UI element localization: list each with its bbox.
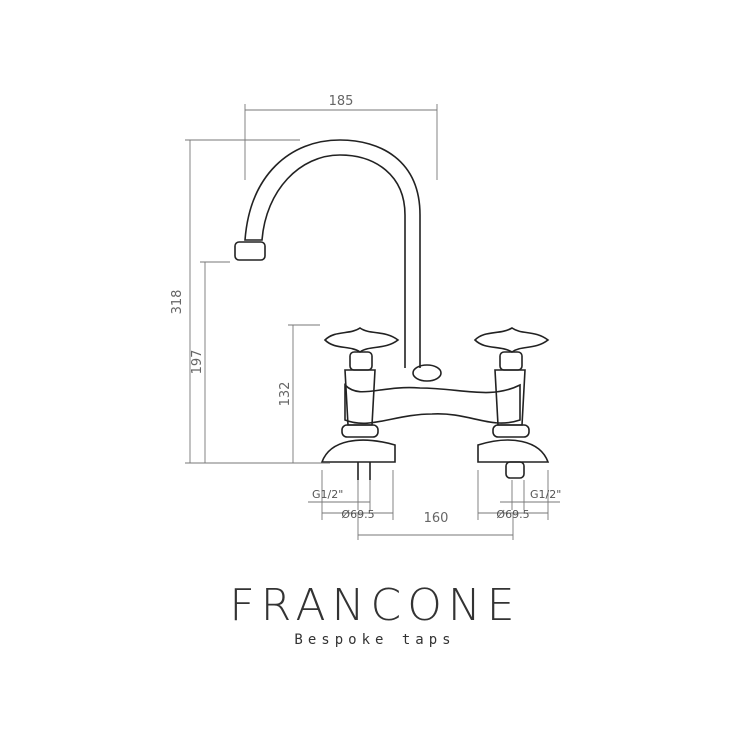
brand-logo-name: FRANCONE — [229, 580, 521, 631]
bridge-body — [344, 383, 521, 425]
spout-nozzle — [234, 241, 266, 261]
brand-tagline: Bespoke taps — [294, 632, 456, 648]
dim-spout-reach: 185 — [329, 94, 354, 109]
left-valve — [320, 327, 400, 480]
dim-base-left: Ø69.5 — [341, 508, 374, 521]
tap-outline — [234, 139, 550, 480]
dim-centres: 160 — [424, 511, 449, 526]
dim-handle-height: 132 — [278, 382, 293, 407]
dim-thread-right: G1/2" — [530, 488, 561, 501]
dim-total-height: 318 — [170, 290, 185, 315]
right-valve — [473, 327, 550, 479]
spout — [244, 139, 421, 368]
dimension-lines — [185, 104, 560, 540]
dim-thread-left: G1/2" — [312, 488, 343, 501]
dim-spout-height: 197 — [190, 350, 205, 375]
dim-base-right: Ø69.5 — [496, 508, 529, 521]
